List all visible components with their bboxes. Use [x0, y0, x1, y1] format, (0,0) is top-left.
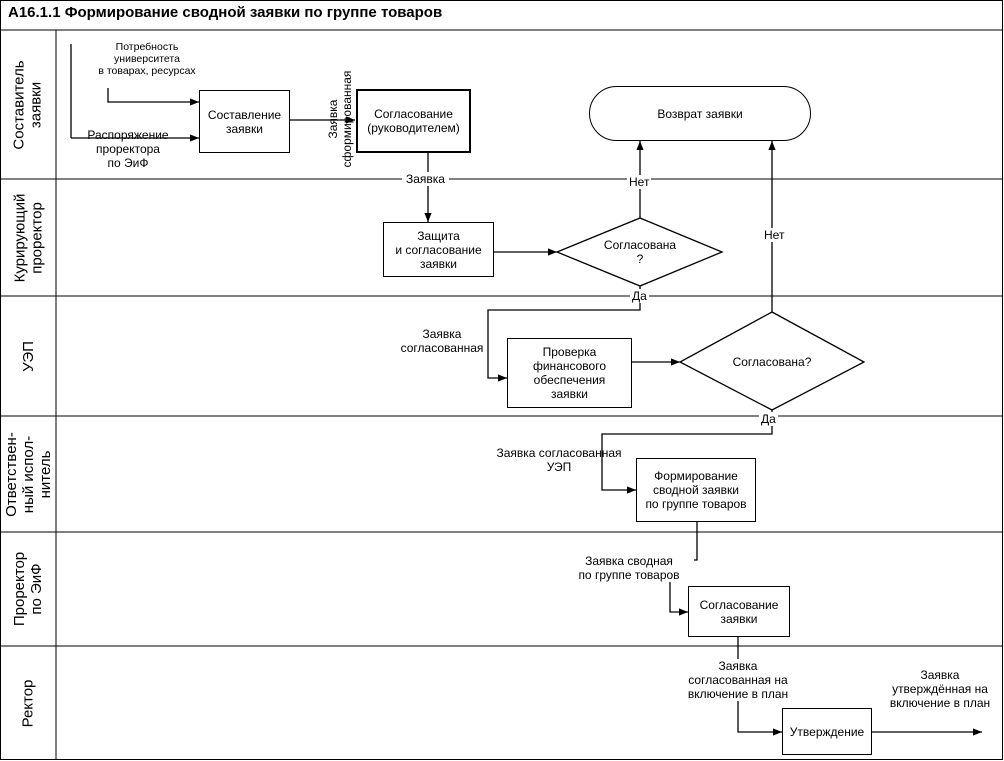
diagram-title: А16.1.1 Формирование сводной заявки по г…: [8, 4, 443, 21]
lane-supervising-prorector: Курирующий проректор: [11, 193, 46, 282]
lane-uep: УЭП: [19, 340, 37, 372]
yes-label-1: Да: [630, 289, 649, 303]
prorector-approval-box: Согласование заявки: [688, 586, 790, 637]
formed-request-label: Заявка сформированная: [326, 70, 354, 168]
final-approval-box: Утверждение: [782, 708, 872, 755]
agreed-request-label: Заявка согласованная: [400, 327, 484, 355]
lane-dividers: [0, 29, 1003, 760]
summary-request-label: Заявка сводная по группе товаров: [564, 554, 694, 582]
decision2-shape: [678, 311, 866, 411]
decision1-shape: [555, 217, 724, 287]
form-summary-box: Формирование сводной заявки по группе то…: [636, 458, 756, 522]
lane-rector: Ректор: [19, 679, 37, 727]
agreed-uep-label: Заявка согласованная УЭП: [496, 446, 622, 474]
lane-responsible-executor: Ответствен- ный испол- нитель: [2, 431, 54, 517]
input-need-label: Потребность университета в товарах, ресу…: [98, 41, 196, 77]
decision2-label: Согласована?: [732, 355, 812, 369]
financial-check-box: Проверка финансового обеспечения заявки: [507, 338, 632, 408]
decision1-label: Согласована ?: [603, 238, 677, 266]
approved-plan-label: Заявка утверждённая на включение в план: [889, 668, 991, 710]
input-order-label: Распоряжение проректора по ЭиФ: [87, 128, 169, 170]
lane-prorector-eif: Проректор по ЭиФ: [11, 551, 45, 627]
head-approval-box: Согласование (руководителем): [356, 89, 471, 153]
request-label: Заявка: [402, 172, 449, 186]
agreed-plan-label: Заявка согласованная на включение в план: [683, 659, 793, 701]
compose-request-box: Составление заявки: [199, 90, 290, 153]
no-label-2: Нет: [762, 228, 787, 242]
lane-compiler: Составитель заявки: [11, 59, 45, 150]
yes-label-2: Да: [759, 412, 778, 426]
protect-approve-box: Защита и согласование заявки: [383, 222, 494, 277]
no-label-1: Нет: [627, 175, 652, 189]
return-request-terminal: Возврат заявки: [589, 86, 811, 141]
